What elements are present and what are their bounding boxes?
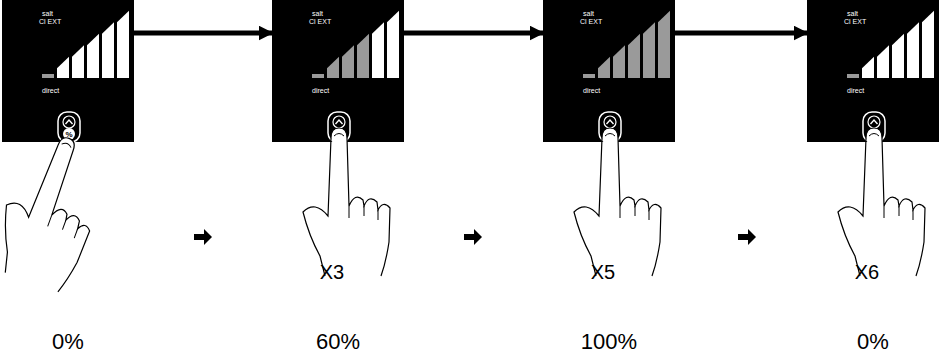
level-bar <box>87 34 99 78</box>
level-bar <box>117 11 129 78</box>
pointing-hand <box>838 128 925 276</box>
button-icon <box>333 116 345 128</box>
level-value: 60% <box>316 329 360 355</box>
chevron-up <box>607 120 614 124</box>
mode-label: Cl EXT <box>309 18 331 26</box>
chevron-up <box>871 120 878 124</box>
level-bar <box>102 22 114 78</box>
display-panel: saltCl EXT direct <box>2 0 134 142</box>
level-value: 0% <box>857 329 889 355</box>
flow-arrow <box>194 229 756 245</box>
level-bars <box>543 0 675 142</box>
chevron-up <box>66 120 73 124</box>
mode-label: direct <box>42 87 59 95</box>
mode-label: Cl EXT <box>580 18 602 26</box>
pointing-hand <box>0 126 117 295</box>
level-bar <box>907 22 919 78</box>
flow-arrow <box>134 31 272 36</box>
level-bar <box>613 45 625 78</box>
level-bar <box>847 74 859 78</box>
level-bar <box>72 45 84 78</box>
mode-label: Cl EXT <box>844 18 866 26</box>
press-count: X3 <box>320 261 344 284</box>
level-bar <box>57 57 69 78</box>
level-bar <box>357 34 369 78</box>
chevron-up <box>336 120 343 124</box>
pointing-hand <box>574 128 661 276</box>
level-bar <box>327 57 339 78</box>
button-icon <box>604 116 616 128</box>
display-panel: saltCl EXT direct <box>543 0 675 142</box>
button-outline <box>58 112 80 142</box>
pointing-hand <box>0 126 925 295</box>
level-bar <box>658 11 670 78</box>
level-bars <box>807 0 939 142</box>
level-bar <box>877 45 889 78</box>
level-bar <box>387 11 399 78</box>
mode-label: salt <box>847 10 858 18</box>
level-value: 0% <box>52 329 84 355</box>
flow-arrow <box>404 31 543 36</box>
press-count: X5 <box>591 261 615 284</box>
level-bars <box>2 0 134 142</box>
level-bar <box>892 34 904 78</box>
level-value: 100% <box>581 329 637 355</box>
mode-label: salt <box>583 10 594 18</box>
mode-label: direct <box>847 87 864 95</box>
level-bar <box>312 74 324 78</box>
mode-label: salt <box>312 10 323 18</box>
mode-label: direct <box>583 87 600 95</box>
button-icon <box>868 116 880 128</box>
mode-label: salt <box>42 10 53 18</box>
mode-label: Cl EXT <box>39 18 61 26</box>
button-symbol: % <box>65 130 72 139</box>
button-icon <box>63 116 75 128</box>
display-panel: saltCl EXT direct <box>807 0 939 142</box>
flow-arrow <box>675 31 807 36</box>
level-bar <box>922 11 934 78</box>
press-count: X6 <box>855 261 879 284</box>
level-bar <box>643 22 655 78</box>
level-bars <box>272 0 404 142</box>
display-panel: saltCl EXT direct <box>272 0 404 142</box>
level-bar <box>598 57 610 78</box>
level-bar <box>862 57 874 78</box>
level-bar <box>372 22 384 78</box>
mode-label: direct <box>312 87 329 95</box>
level-bar <box>342 45 354 78</box>
level-bar <box>42 74 54 78</box>
level-bar <box>583 74 595 78</box>
pointing-hand <box>303 128 390 276</box>
level-bar <box>628 34 640 78</box>
